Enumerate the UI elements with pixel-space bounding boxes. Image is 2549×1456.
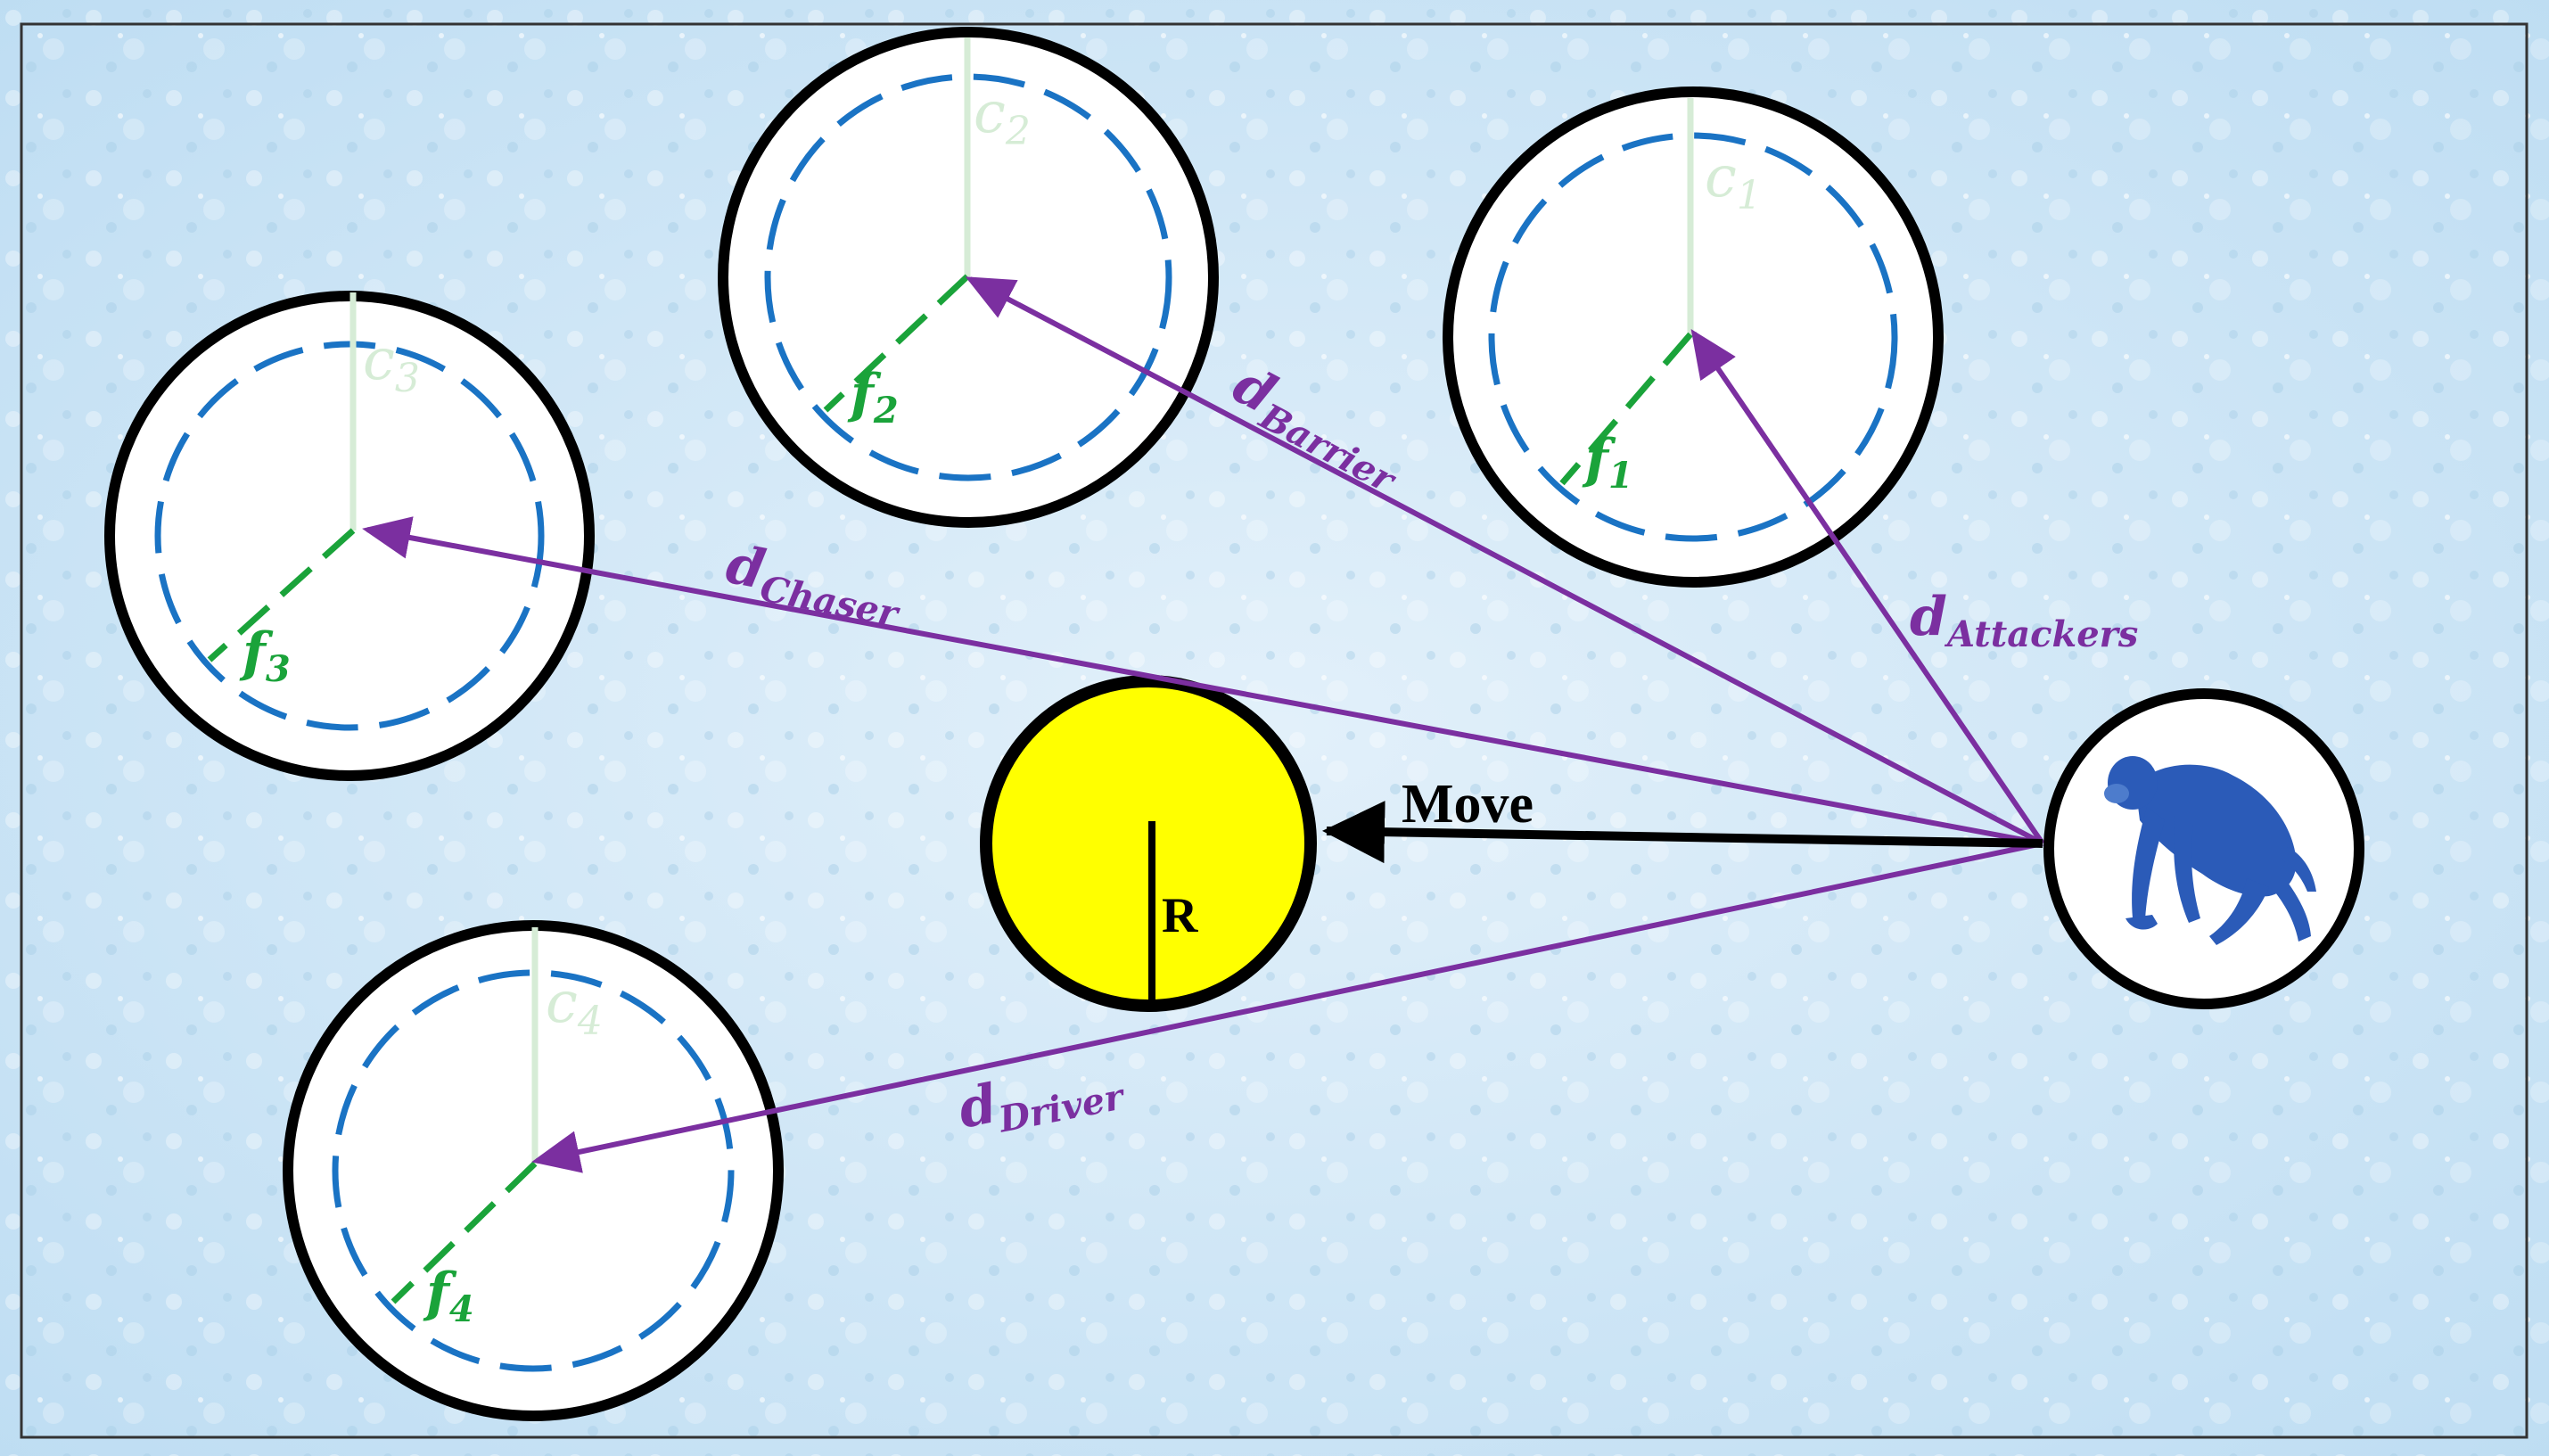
circle-1-f-sub: 1 [1608,455,1633,497]
circle-2-dashed-ring [764,73,1172,481]
agent [2043,688,2364,1009]
circle-1-dashed-ring [1488,132,1898,542]
circle-4-dashed-ring [332,969,735,1372]
circle-2: c2 f2 [718,27,1219,528]
prey-radius-label: R [1162,888,1198,943]
circle-3-c-main: c [363,327,395,393]
circle-1-c-label: c1 [1705,144,1762,218]
circle-3-f-segment [207,528,356,662]
circle-2-f-label: f2 [847,363,899,432]
frame-border [20,22,2528,1439]
move-arrow-group: Move [1322,774,2043,864]
circle-1-f-segment [1559,332,1693,486]
circle-2-f-sub: 2 [873,390,899,432]
circle-3-f-label: f3 [239,621,291,690]
circle-4-c-main: c [546,970,578,1036]
circle-3-c-label: c3 [363,327,420,401]
circle-4: c4 f4 [283,920,784,1421]
attackers-label: dAttackers [1910,586,2138,655]
circle-4-c-sub: 4 [577,999,603,1044]
move-label: Move [1402,774,1534,835]
circle-1-c-main: c [1705,144,1737,210]
move-arrow [1322,801,2043,864]
circle-3-c-sub: 3 [395,356,420,401]
circle-2-c-sub: 2 [1005,109,1031,154]
distance-arrows [362,276,2045,1173]
circle-1: c1 f1 [1443,86,1944,588]
circle-3-dashed-ring [154,341,545,731]
circle-1-c-sub: 1 [1737,173,1762,218]
circle-1-f-label: f1 [1582,428,1633,497]
chimpanzee-icon [2104,756,2316,945]
attackers-arrow [1690,329,2045,845]
attackers-label-main: d [1910,586,1947,648]
prey: R [980,675,1317,1012]
circle-4-f-sub: 4 [449,1288,474,1330]
chaser-arrow [362,516,2043,846]
circle-3: c3 f3 [104,291,595,781]
circle-2-c-label: c2 [974,80,1031,154]
circle-3-f-sub: 3 [266,648,291,690]
circle-4-c-label: c4 [546,970,603,1044]
circle-2-c-main: c [974,80,1006,146]
circle-2-f-segment [823,274,970,413]
attackers-label-sub: Attackers [1944,613,2138,655]
barrier-arrow [965,276,2044,846]
driver-arrow [531,841,2043,1173]
circle-4-f-segment [391,1161,538,1304]
